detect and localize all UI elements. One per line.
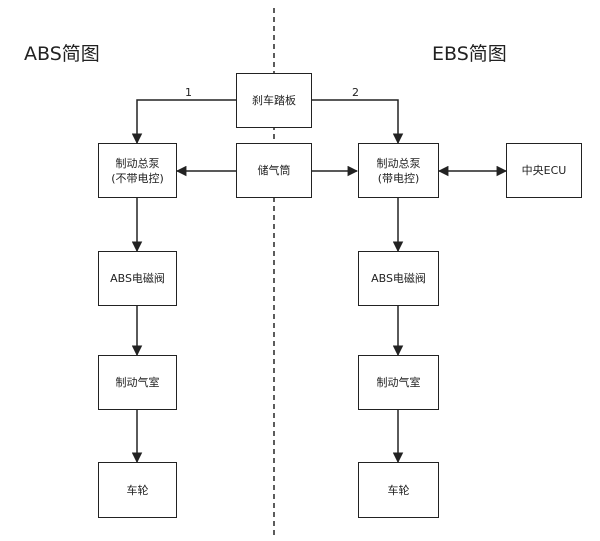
ebs-solenoid-valve-box: ABS电磁阀 <box>358 251 439 306</box>
arrow-pedal-to-ebs-master <box>312 99 404 145</box>
ebs-brake-chamber-box: 制动气室 <box>358 355 439 410</box>
arrow-label-2: 2 <box>352 86 359 99</box>
abs-wheel-box: 车轮 <box>98 462 177 518</box>
ebs-wheel-box: 车轮 <box>358 462 439 518</box>
ebs-heading: EBS简图 <box>432 43 507 65</box>
ebs-master-cylinder-box: 制动总泵 (带电控) <box>358 143 439 198</box>
abs-master-cylinder-box: 制动总泵 (不带电控) <box>98 143 177 198</box>
central-ecu-box: 中央ECU <box>506 143 582 198</box>
abs-brake-chamber-box: 制动气室 <box>98 355 177 410</box>
arrow-pedal-to-abs-master <box>131 99 236 145</box>
arrow-label-1: 1 <box>185 86 192 99</box>
air-reservoir-box: 储气筒 <box>236 143 312 198</box>
brake-pedal-box: 刹车踏板 <box>236 73 312 128</box>
abs-solenoid-valve-box: ABS电磁阀 <box>98 251 177 306</box>
abs-heading: ABS简图 <box>24 43 100 65</box>
